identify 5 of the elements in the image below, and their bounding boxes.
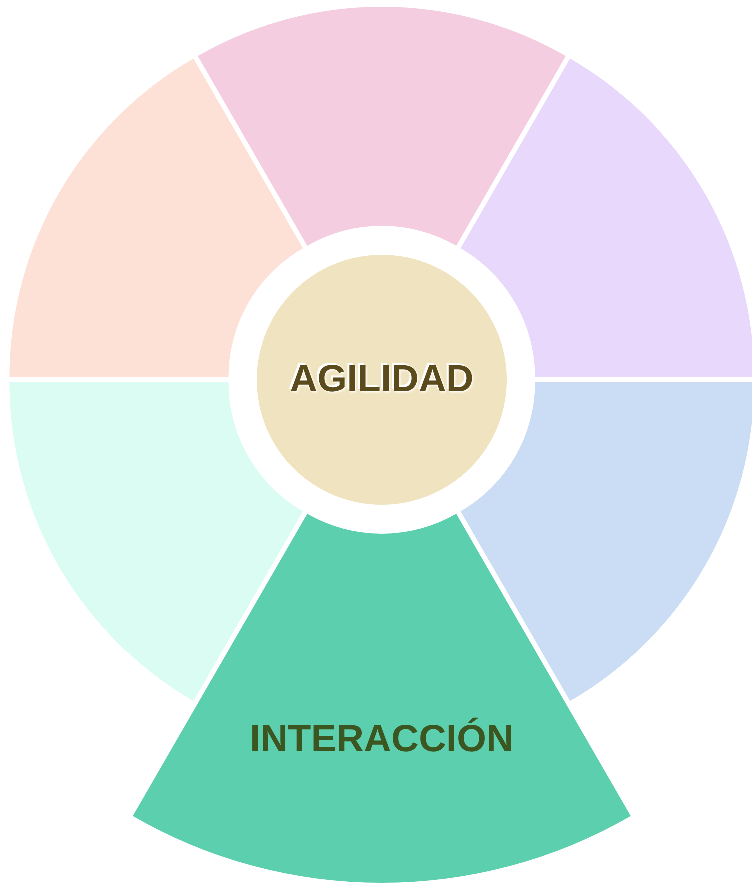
wedge-segment (198, 8, 566, 246)
wedge-segment (133, 514, 631, 882)
segment-label: INTERACCIÓN (250, 718, 514, 762)
center-circle (257, 255, 507, 505)
center-label: AGILIDAD (290, 358, 474, 402)
